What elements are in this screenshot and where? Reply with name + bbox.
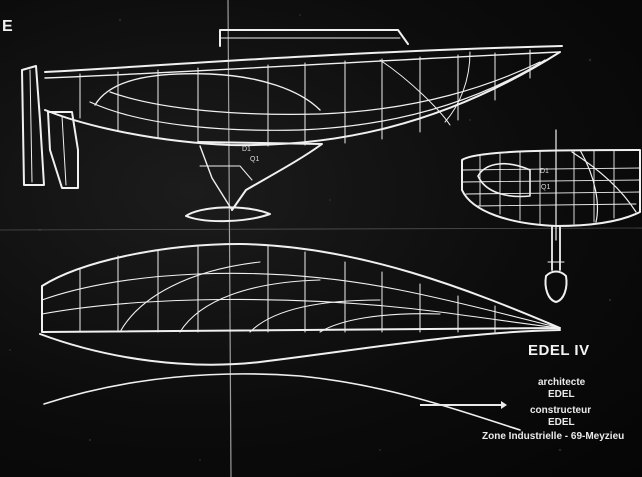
plan-outline [41,243,561,333]
architect-role: architecte [538,377,586,388]
waterline-upper [39,329,561,366]
plan-view [41,243,561,333]
profile-keel-bulb [185,206,271,223]
profile-rudder [47,111,79,189]
scale-arrow [420,401,507,409]
profile-mark-q: Q1 [250,156,260,163]
architect-name: EDEL [548,389,575,400]
profile-loop [94,73,321,111]
boat-title: EDEL IV [528,342,590,359]
sheet-corner-label: E [2,18,13,35]
profile-view [21,29,563,223]
waterline-lower [43,373,521,431]
body-plan-keel-bulb [544,270,568,303]
profile-keel [197,141,323,211]
profile-deck [44,51,561,79]
profile-transom [21,65,45,186]
print-speckle [9,14,612,461]
sheet-fold-line [227,0,232,477]
profile-underwater [44,51,561,147]
section-mark-q: Q1 [541,184,551,191]
builder-role: constructeur [530,405,592,416]
section-mark-d: D1 [540,168,549,175]
profile-sheer [44,45,563,73]
body-plan-view [461,129,641,303]
sheet-fold-line-horizontal [0,227,642,231]
body-plan-keel [551,225,561,271]
waterline-view [39,329,561,431]
builder-address: Zone Industrielle - 69-Meyzieu [482,431,625,442]
body-plan-outline [461,149,641,227]
profile-mark-d: D1 [242,146,251,153]
builder-name: EDEL [548,417,575,428]
